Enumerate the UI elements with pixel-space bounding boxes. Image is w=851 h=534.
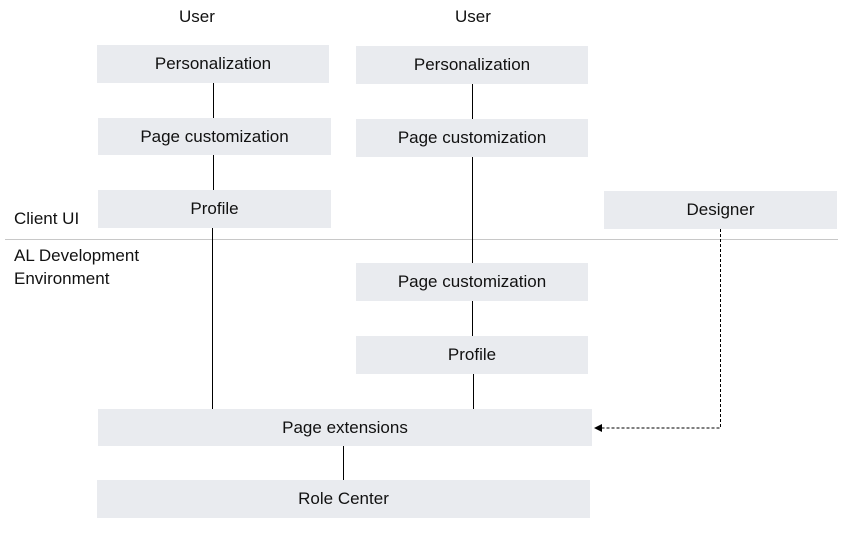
box-left-personalization: Personalization xyxy=(97,45,329,83)
column-header-user-left: User xyxy=(179,7,215,26)
box-mid-personalization: Personalization xyxy=(356,46,588,84)
box-role-center: Role Center xyxy=(97,480,590,518)
section-label-al-development: AL Development Environment xyxy=(14,244,139,290)
column-header-user-middle: User xyxy=(455,7,491,26)
section-label-al-dev-line1: AL Development xyxy=(14,246,140,265)
box-mid-al-page-customization: Page customization xyxy=(356,263,588,301)
section-label-client-ui: Client UI xyxy=(14,207,79,230)
box-left-profile: Profile xyxy=(98,190,331,228)
box-page-extensions: Page extensions xyxy=(98,409,592,446)
box-mid-page-customization: Page customization xyxy=(356,119,588,157)
section-label-client-ui-text: Client UI xyxy=(14,209,80,228)
box-mid-al-profile: Profile xyxy=(356,336,588,374)
box-designer: Designer xyxy=(604,191,837,229)
box-left-page-customization: Page customization xyxy=(98,118,331,155)
section-label-al-dev-line2: Environment xyxy=(14,269,110,288)
connector-designer-to-page-extensions xyxy=(594,229,721,432)
